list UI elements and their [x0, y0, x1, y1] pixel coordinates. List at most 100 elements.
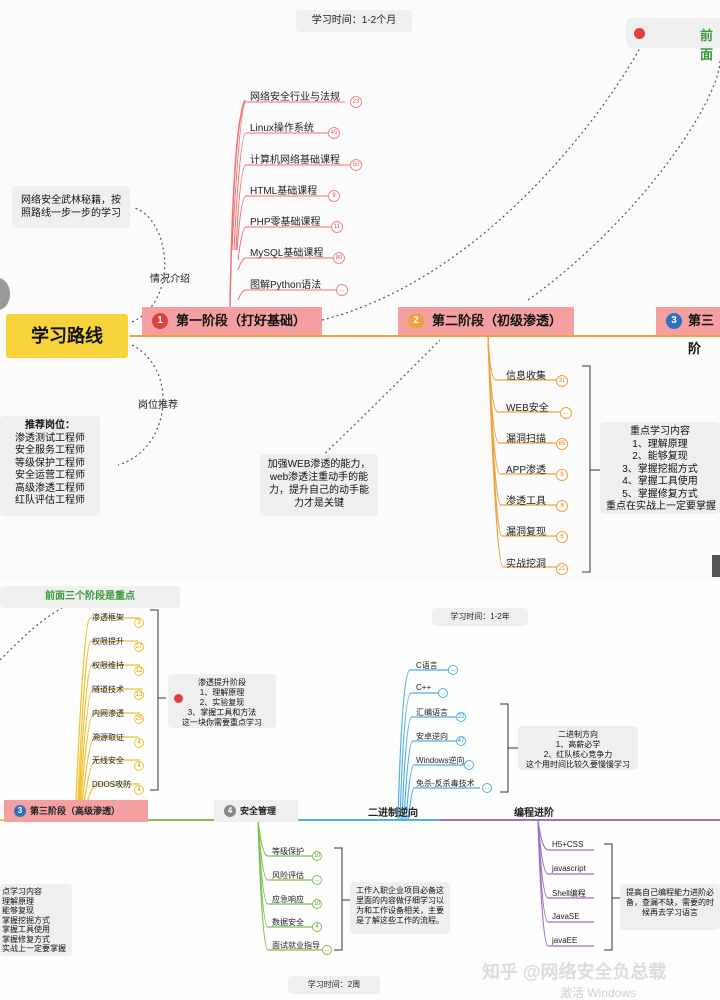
security-mgmt-node[interactable]: 4 安全管理	[214, 800, 298, 822]
prog-item[interactable]: JavaSE	[552, 912, 580, 921]
security-mgmt-number: 4	[224, 805, 236, 817]
root-node[interactable]: 学习路线	[6, 314, 128, 358]
binary-item[interactable]: 安卓逆向	[416, 732, 448, 741]
stage2-item[interactable]: 信息收集	[506, 371, 546, 382]
stage1-item[interactable]: HTML基础课程	[250, 186, 318, 197]
scrollbar-thumb[interactable]	[712, 555, 720, 577]
stage2-item[interactable]: 渗透工具	[506, 496, 546, 507]
collapse-handle[interactable]	[0, 278, 10, 310]
stage3-item[interactable]: 溯源取证	[92, 733, 124, 742]
stage3-item[interactable]: 隧道技术	[92, 685, 124, 694]
stage3-item[interactable]: DDOS攻防	[92, 780, 132, 789]
web-note: 加强WEB渗透的能力，web渗透注重动手的能力，提升自己的动手能力才是关键	[260, 454, 378, 516]
time-label: 学习时间：1-2个月	[296, 10, 412, 32]
key-note-line: 5、掌握修复方式	[622, 488, 698, 500]
count-badge: 23	[350, 96, 362, 108]
mgmt-item[interactable]: 面试就业指导	[272, 941, 320, 950]
stage3-item[interactable]: 无线安全	[92, 756, 124, 765]
stage1-node[interactable]: 1 第一阶段（打好基础）	[142, 307, 322, 335]
stage3-item[interactable]: 权限维持	[92, 661, 124, 670]
stage3-number: 3	[666, 313, 682, 329]
prog-item[interactable]: H5+CSS	[552, 840, 584, 849]
stage2-number: 2	[408, 313, 424, 329]
binary-item[interactable]: 汇编语言	[416, 708, 448, 717]
stage1-item[interactable]: MySQL基础课程	[250, 248, 324, 259]
count-badge: 9	[328, 190, 340, 202]
key-note-line: 2、能够复现	[632, 451, 688, 462]
stage1-item[interactable]: 计算机网络基础课程	[250, 155, 340, 166]
stage2-item[interactable]: 漏洞扫描	[506, 434, 546, 445]
count-badge: 12	[134, 666, 144, 676]
key-note-small-line: 掌握修复方式	[2, 934, 50, 944]
security-mgmt-label: 安全管理	[240, 806, 277, 816]
count-badge: 65	[556, 438, 568, 450]
key-note-line: 重点在实战上一定要掌握	[606, 501, 716, 512]
count-badge: ...	[438, 688, 448, 698]
count-badge: 25	[134, 714, 144, 724]
job-note-line: 安全运营工程师	[15, 470, 85, 481]
pen-note-line: 3、掌握工具和方法	[187, 708, 257, 717]
binary-item[interactable]: C语言	[416, 661, 438, 670]
job-note-line: 高级渗透工程师	[15, 482, 85, 494]
stage3-full-node[interactable]: 3 第三阶段（高级渗透）	[4, 800, 148, 822]
key-note-line: 4、掌握工具使用	[622, 476, 698, 487]
stage2-item[interactable]: APP渗透	[506, 465, 547, 476]
mgmt-item[interactable]: 数据安全	[272, 918, 304, 927]
mgmt-item[interactable]: 等级保护	[272, 847, 304, 856]
job-note-line: 等级保护工程师	[15, 457, 85, 469]
next-stage-tag: 前面	[626, 18, 720, 62]
binary-item[interactable]: 免杀-反杀毒技术	[416, 779, 475, 788]
prog-item[interactable]: javaEE	[552, 936, 578, 945]
count-badge: 50	[350, 159, 362, 171]
count-badge: ...	[336, 284, 348, 296]
count-badge: 6	[556, 531, 568, 543]
stage2-item[interactable]: 漏洞复现	[506, 527, 546, 538]
prog-item[interactable]: javascript	[552, 864, 586, 873]
stage2-item[interactable]: 实战挖洞	[506, 559, 546, 570]
pen-note-line: 1、理解原理	[199, 688, 245, 697]
binary-note: 二进制方向 1、高薪必学 2、红队核心竞争力 这个用时间比较久要慢慢学习	[518, 726, 638, 770]
time-label-2: 学习时间：1-2年	[432, 608, 528, 626]
binary-reverse-node[interactable]: 二进制逆向	[368, 808, 418, 819]
stage2-item[interactable]: WEB安全	[506, 403, 549, 414]
programming-node[interactable]: 编程进阶	[514, 808, 554, 819]
stage1-number: 1	[152, 313, 168, 329]
flag-icon	[174, 694, 183, 703]
mgmt-item[interactable]: 应急响应	[272, 895, 304, 904]
stage1-item[interactable]: 网络安全行业与法规	[250, 92, 340, 103]
stage3-item[interactable]: 内网渗透	[92, 709, 124, 718]
count-badge: 31	[556, 375, 568, 387]
stage1-item[interactable]: Linux操作系统	[250, 123, 314, 134]
job-label: 岗位推荐	[138, 400, 178, 411]
key-note-small-line: 实战上一定要掌握	[2, 944, 66, 953]
mgmt-item[interactable]: 风险评估	[272, 871, 304, 880]
prog-item[interactable]: Shell编程	[552, 889, 586, 898]
binary-item[interactable]: C++	[416, 683, 432, 692]
count-badge: ...	[464, 760, 474, 770]
site-watermark: 知乎 @网络安全负总载	[482, 962, 667, 982]
binary-note-line: 二进制方向	[558, 730, 598, 739]
count-badge: 10	[312, 899, 322, 909]
pen-note-line: 渗透提升阶段	[198, 678, 246, 687]
stage3-item[interactable]: 渗透框架	[92, 613, 124, 622]
binary-item[interactable]: Windows逆向	[416, 756, 465, 765]
binary-note-line: 这个用时间比较久要慢慢学习	[526, 760, 630, 769]
count-badge: 80	[333, 252, 345, 264]
count-badge: 47	[456, 736, 466, 746]
stage3-node[interactable]: 3 第三阶	[656, 307, 720, 356]
count-badge: 11	[331, 221, 343, 233]
bottom-panel: 前面三个阶段是重点 渗透框架 3 权限提升 27 权限维持 12 隧道技术 13…	[0, 580, 720, 1000]
stage1-item[interactable]: 图解Python语法	[250, 280, 322, 291]
count-badge: 10	[312, 851, 322, 861]
intro-note: 网络安全武林秘籍，按照路线一步一步的学习	[12, 186, 130, 228]
stage3-full-label: 第三阶段（高级渗透）	[30, 806, 121, 816]
stage2-label: 第二阶段（初级渗透）	[432, 313, 563, 328]
stage2-node[interactable]: 2 第二阶段（初级渗透）	[398, 307, 574, 335]
stage1-item[interactable]: PHP零基础课程	[250, 217, 321, 228]
key-note-small-line: 掌握挖掘方式	[2, 915, 50, 925]
stage3-item[interactable]: 权限提升	[92, 637, 124, 646]
job-note-line: 渗透测试工程师	[15, 432, 85, 444]
key-note-line: 3、掌握挖掘方式	[622, 463, 698, 475]
key-note-small-line: 掌握工具使用	[2, 925, 50, 934]
prog-note: 提高自己编程能力进阶必备，查漏不缺，需要的时候再去学习语言	[620, 884, 720, 930]
